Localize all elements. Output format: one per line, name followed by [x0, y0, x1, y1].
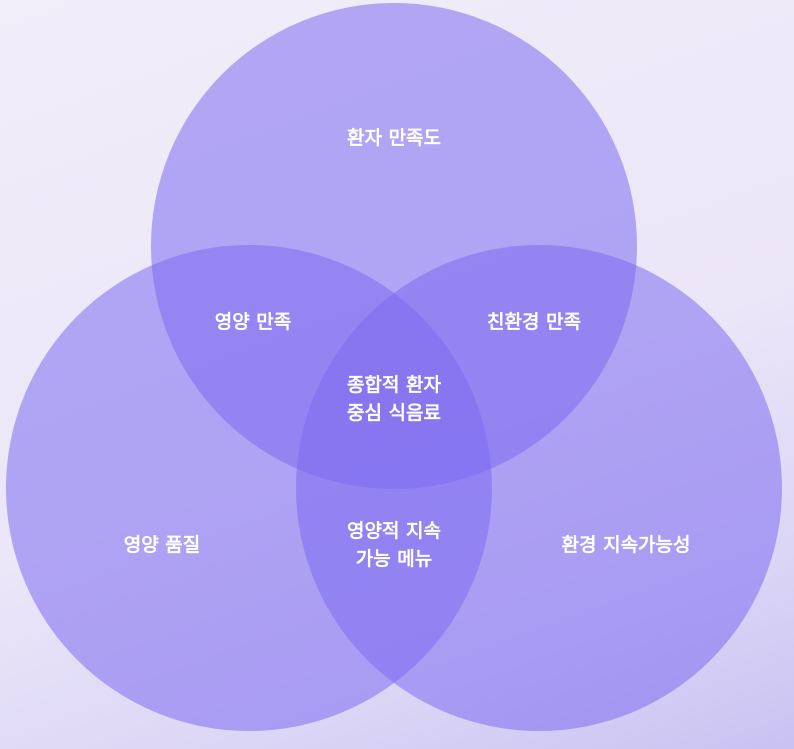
label-left-right-intersection: 영양적 지속가능 메뉴 [346, 520, 441, 570]
label-right-set: 환경 지속가능성 [561, 534, 691, 556]
label-top-set: 환자 만족도 [346, 127, 442, 149]
label-center-intersection: 종합적 환자 중심 식음료 [346, 374, 441, 424]
label-top-right-intersection: 친환경 만족 [486, 311, 582, 333]
circle-environmental-sustainability [296, 245, 782, 731]
label-top-left-intersection: 영양 만족 [214, 311, 292, 333]
label-left-set: 영양 품질 [123, 534, 201, 556]
